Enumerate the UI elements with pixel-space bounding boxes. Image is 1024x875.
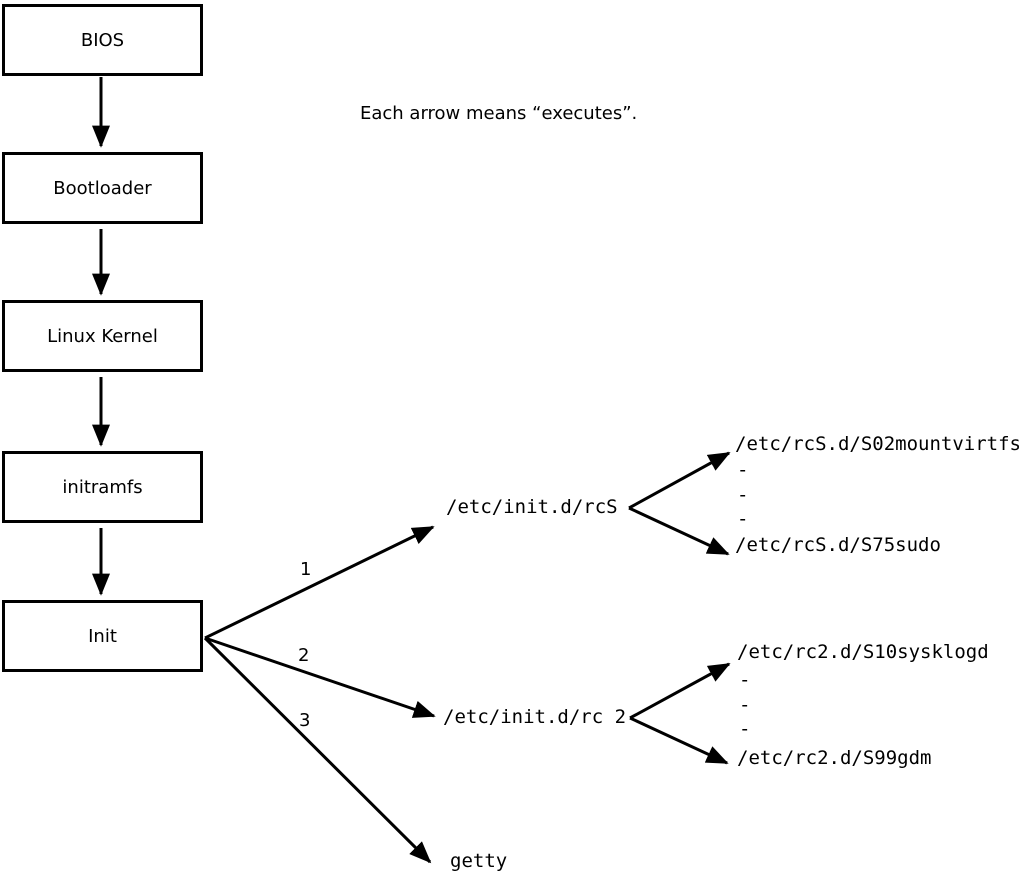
node-init-label: Init: [88, 625, 117, 647]
target-rcs-ellipsis-3: -: [737, 508, 749, 530]
target-rcs-s02mountvirtfs: /etc/rcS.d/S02mountvirtfs: [735, 433, 1021, 455]
target-rcs-ellipsis-1: -: [737, 459, 749, 481]
target-rc2-ellipsis-2: -: [739, 694, 751, 716]
node-linux-kernel: Linux Kernel: [2, 300, 203, 372]
branch-1-number: 1: [300, 559, 312, 580]
node-init: Init: [2, 600, 203, 672]
target-rc2-ellipsis-1: -: [739, 669, 751, 691]
target-rc2-ellipsis-3: -: [739, 718, 751, 740]
target-rcs-ellipsis-2: -: [737, 484, 749, 506]
target-rc2-s99gdm: /etc/rc2.d/S99gdm: [737, 747, 932, 769]
node-initramfs-label: initramfs: [62, 476, 143, 498]
arrow-rcs-to-s02: [628, 451, 731, 510]
node-linux-kernel-label: Linux Kernel: [47, 325, 158, 347]
script-rc2: /etc/init.d/rc 2: [443, 706, 627, 728]
arrow-rc2-to-s99: [629, 716, 729, 765]
arrow-rcs-to-s75: [628, 506, 730, 556]
branch-3-number: 3: [299, 710, 311, 731]
node-bootloader-label: Bootloader: [53, 177, 152, 199]
legend-note: Each arrow means “executes”.: [360, 103, 638, 124]
node-bootloader: Bootloader: [2, 152, 203, 224]
node-bios-label: BIOS: [80, 29, 125, 51]
arrow-init-to-rc2: [204, 636, 436, 718]
arrow-init-to-getty: [203, 636, 432, 864]
branch-2-number: 2: [298, 645, 310, 666]
script-rcs: /etc/init.d/rcS: [446, 496, 618, 518]
target-rcs-s75sudo: /etc/rcS.d/S75sudo: [735, 534, 941, 556]
script-getty: getty: [450, 850, 508, 872]
target-rc2-s10sysklogd: /etc/rc2.d/S10sysklogd: [737, 641, 989, 663]
node-bios: BIOS: [2, 4, 203, 76]
arrow-init-to-rcs: [204, 525, 435, 640]
arrow-rc2-to-s10: [629, 662, 731, 720]
node-initramfs: initramfs: [2, 451, 203, 523]
